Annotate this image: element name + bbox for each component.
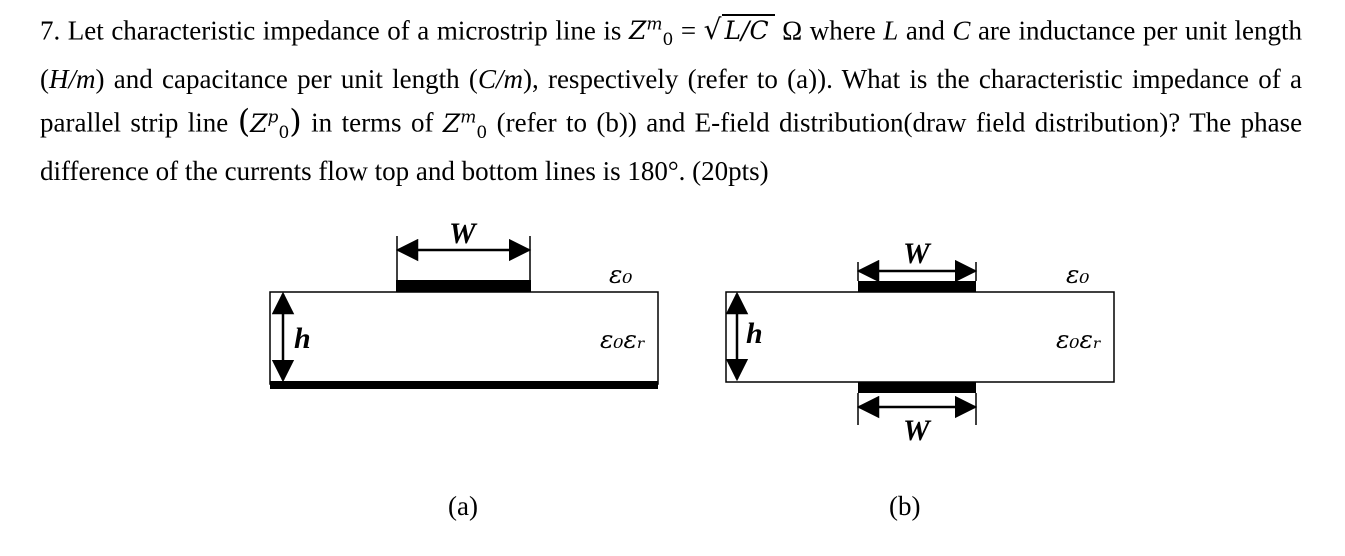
eps-outside-a: ε₀	[609, 260, 632, 289]
question-number: 7.	[40, 15, 61, 46]
width-label-top-b: W	[903, 237, 932, 270]
inductance-unit: H/m	[49, 63, 96, 94]
equals-sign: =	[680, 15, 697, 46]
strip-a	[396, 280, 531, 292]
caption-a: (a)	[448, 491, 478, 521]
eps-inside-a: ε₀εᵣ	[600, 325, 646, 354]
question-text: 7. Let characteristic impedance of a mic…	[40, 11, 1303, 187]
question-intro: Let characteristic impedance of a micros…	[67, 15, 622, 46]
top-strip-b	[858, 281, 976, 292]
caption-b: (b)	[889, 491, 920, 521]
eps-outside-b: ε₀	[1066, 260, 1089, 289]
microstrip-impedance-symbol-2: Zm0	[442, 107, 488, 143]
inductance-symbol: L	[883, 15, 899, 46]
sqrt-expression: √L/C	[704, 11, 775, 51]
height-label-a: h	[294, 322, 311, 355]
parallel-strip-impedance-symbol: (Zp0)	[237, 101, 302, 143]
ground-plane-a	[270, 381, 658, 389]
substrate-a	[269, 291, 659, 385]
width-label-a: W	[449, 217, 478, 250]
microstrip-impedance-symbol: Zm0	[628, 15, 674, 51]
capacitance-symbol: C	[952, 15, 971, 46]
capacitance-unit: C/m	[477, 63, 523, 94]
bottom-strip-b	[858, 382, 976, 393]
ohm-symbol: Ω	[782, 15, 803, 46]
eps-inside-b: ε₀εᵣ	[1056, 325, 1102, 354]
width-label-bottom-b: W	[903, 414, 932, 447]
height-label-b: h	[746, 317, 763, 350]
figure-b-parallel-strip: W W h ε₀ ε₀εᵣ (b)	[725, 237, 1115, 521]
figure-a-microstrip: W h ε₀ ε₀εᵣ (a)	[269, 217, 659, 521]
